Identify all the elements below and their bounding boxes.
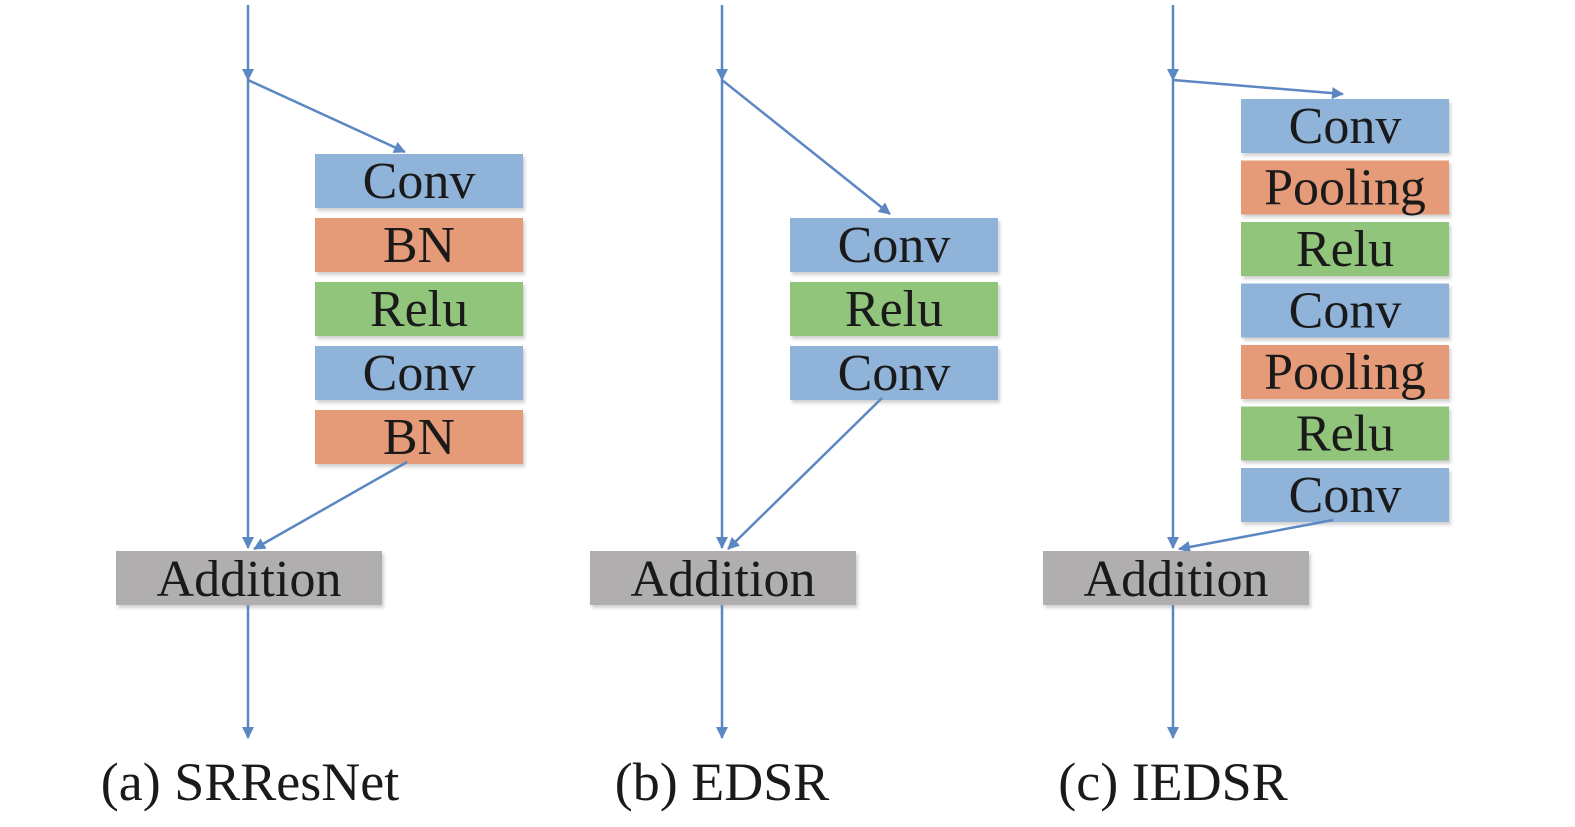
branch-out-arrow	[253, 460, 408, 551]
block-pooling-box	[1241, 160, 1449, 215]
block-bn-label: BN	[383, 217, 455, 274]
block-conv-box	[1241, 468, 1449, 522]
block-conv-box	[315, 346, 523, 400]
panel-caption: (b) EDSR	[615, 752, 830, 812]
block-conv-label: Conv	[1289, 467, 1402, 524]
block-conv: Conv	[315, 345, 523, 402]
addition-label: Addition	[157, 551, 342, 608]
block-relu: Relu	[1241, 221, 1449, 278]
block-relu-label: Relu	[1296, 406, 1394, 463]
block-conv-box	[315, 154, 523, 208]
block-pooling-label: Pooling	[1264, 344, 1426, 401]
block-conv: Conv	[790, 217, 998, 274]
block-relu-box	[790, 282, 998, 336]
panel-iedsr: ConvPoolingReluConvPoolingReluConvAdditi…	[1043, 5, 1449, 812]
block-conv-label: Conv	[363, 345, 476, 402]
block-bn-box	[315, 410, 523, 464]
block-conv-label: Conv	[1289, 283, 1402, 340]
block-bn-label: BN	[383, 409, 455, 466]
branch-out-arrow	[727, 397, 883, 550]
block-pooling: Pooling	[1241, 160, 1449, 217]
block-conv-box	[790, 346, 998, 400]
block-conv: Conv	[315, 153, 523, 210]
block-relu-box	[1241, 222, 1449, 276]
block-conv-label: Conv	[838, 217, 951, 274]
addition-block: Addition	[590, 551, 856, 608]
panel-caption: (c) IEDSR	[1058, 752, 1287, 812]
block-bn: BN	[315, 217, 523, 274]
block-conv-label: Conv	[1289, 98, 1402, 155]
addition-box	[590, 551, 856, 605]
addition-label: Addition	[631, 551, 816, 608]
block-relu-label: Relu	[845, 281, 943, 338]
block-conv-label: Conv	[363, 153, 476, 210]
block-conv: Conv	[1241, 467, 1449, 524]
block-conv-box	[1241, 99, 1449, 153]
block-relu: Relu	[1241, 406, 1449, 463]
panel-caption: (a) SRResNet	[101, 752, 399, 812]
addition-box	[116, 551, 382, 605]
addition-block: Addition	[1043, 551, 1309, 608]
block-conv: Conv	[1241, 98, 1449, 155]
block-pooling: Pooling	[1241, 344, 1449, 401]
block-conv: Conv	[1241, 283, 1449, 340]
block-relu-label: Relu	[1296, 221, 1394, 278]
block-conv-box	[1241, 283, 1449, 338]
branch-in-arrow	[721, 79, 891, 215]
block-conv-label: Conv	[838, 345, 951, 402]
block-conv: Conv	[790, 345, 998, 402]
block-conv-box	[790, 218, 998, 272]
block-relu-label: Relu	[370, 281, 468, 338]
branch-out-arrow	[1178, 518, 1334, 553]
block-bn: BN	[315, 409, 523, 466]
addition-box	[1043, 551, 1309, 605]
branch-in-arrow	[247, 78, 406, 154]
block-relu-box	[1241, 406, 1449, 461]
addition-block: Addition	[116, 551, 382, 608]
block-pooling-box	[1241, 345, 1449, 399]
block-relu-box	[315, 282, 523, 336]
block-pooling-label: Pooling	[1264, 160, 1426, 217]
addition-label: Addition	[1084, 551, 1269, 608]
block-bn-box	[315, 218, 523, 272]
branch-in-arrow	[1172, 78, 1344, 100]
block-relu: Relu	[790, 281, 998, 338]
block-relu: Relu	[315, 281, 523, 338]
